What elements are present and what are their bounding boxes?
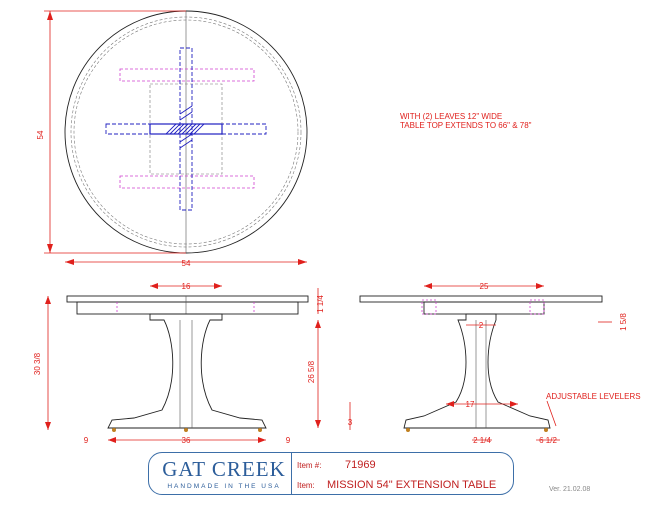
- leveler-icon: [184, 428, 188, 432]
- arrow-down-icon: [47, 244, 53, 253]
- front-apron: [76, 301, 299, 315]
- side-apron: [423, 301, 545, 315]
- arrow-right-icon: [258, 437, 266, 443]
- arrow-left-icon: [446, 401, 454, 407]
- arrow-up-icon: [47, 11, 53, 20]
- top-view: 54 54: [36, 10, 308, 268]
- diameter-horizontal-label: 54: [182, 259, 191, 268]
- arrow-right-icon: [214, 283, 222, 289]
- leveler-icon: [112, 428, 116, 432]
- column-label: 2: [479, 321, 484, 330]
- levelers-leader-line: [546, 400, 557, 427]
- lower-leaf-support: [119, 175, 255, 189]
- version-label: Ver. 21.02.08: [549, 486, 591, 493]
- side-apron-width-label: 25: [480, 282, 489, 291]
- top-thickness-label: 1 1/4: [316, 295, 325, 313]
- arrow-right-icon: [510, 401, 518, 407]
- arrow-up-icon: [45, 296, 51, 304]
- column-bottom-label: 2 1/4: [473, 436, 491, 445]
- diameter-vertical-label: 54: [36, 130, 45, 139]
- side-leaf-mark-right: [529, 299, 545, 315]
- leveler-icon: [544, 428, 548, 432]
- front-apron-width-label: 16: [182, 282, 191, 291]
- base-offset-right-label: 9: [286, 436, 291, 445]
- item-name-label: Item:: [297, 481, 315, 490]
- base-offset-left-label: 9: [84, 436, 89, 445]
- front-view: 16 30 3/8 1 1/4 26 5/8 3 36 9 9: [33, 282, 353, 445]
- levelers-label: ADJUSTABLE LEVELERS: [546, 392, 641, 401]
- side-pedestal: [403, 313, 551, 429]
- leveler-icon: [258, 428, 262, 432]
- brand-logo: GAT CREEK HANDMADE IN THE USA: [149, 453, 299, 494]
- front-pedestal: [107, 313, 267, 429]
- item-number: 71969: [345, 459, 376, 471]
- front-tabletop: [66, 295, 309, 303]
- leveler-height-label: 3: [348, 418, 353, 427]
- arrow-right-icon: [536, 283, 544, 289]
- item-number-label: Item #:: [297, 461, 322, 470]
- arrow-left-icon: [150, 283, 158, 289]
- apron-depth-label: 1 5/8: [619, 313, 628, 331]
- vertical-slide: [179, 47, 193, 211]
- foot-offset-label: 6 1/2: [539, 436, 557, 445]
- leaf-note-line1: WITH (2) LEAVES 12" WIDE: [400, 112, 502, 121]
- item-name: MISSION 54" EXTENSION TABLE: [327, 479, 497, 491]
- arrow-up-icon: [315, 320, 321, 328]
- upper-leaf-support: [119, 68, 255, 82]
- arrow-down-icon: [315, 420, 321, 428]
- pedestal-hatch: [165, 105, 205, 149]
- overall-height-label: 30 3/8: [33, 352, 42, 375]
- base-width-label: 36: [182, 436, 191, 445]
- side-view: 25 2 17 1 5/8 ADJUSTABLE LEVELERS 2 1/4 …: [359, 282, 641, 445]
- title-block: GAT CREEK HANDMADE IN THE USA Item #: 71…: [148, 452, 514, 495]
- leaf-note-line2: TABLE TOP EXTENDS TO 66" & 78": [400, 121, 532, 130]
- arrow-left-icon: [65, 259, 74, 265]
- arrow-down-icon: [45, 422, 51, 430]
- title-block-divider: [291, 453, 292, 494]
- brand-tagline: HANDMADE IN THE USA: [167, 483, 281, 490]
- leveler-icon: [406, 428, 410, 432]
- pedestal-height-label: 26 5/8: [307, 360, 316, 383]
- arrow-left-icon: [424, 283, 432, 289]
- arrow-right-icon: [298, 259, 307, 265]
- arrow-left-icon: [108, 437, 116, 443]
- brand-name: GAT CREEK: [162, 457, 286, 481]
- side-tabletop: [359, 295, 603, 303]
- foot-width-label: 17: [466, 400, 475, 409]
- side-leaf-mark-left: [421, 299, 437, 315]
